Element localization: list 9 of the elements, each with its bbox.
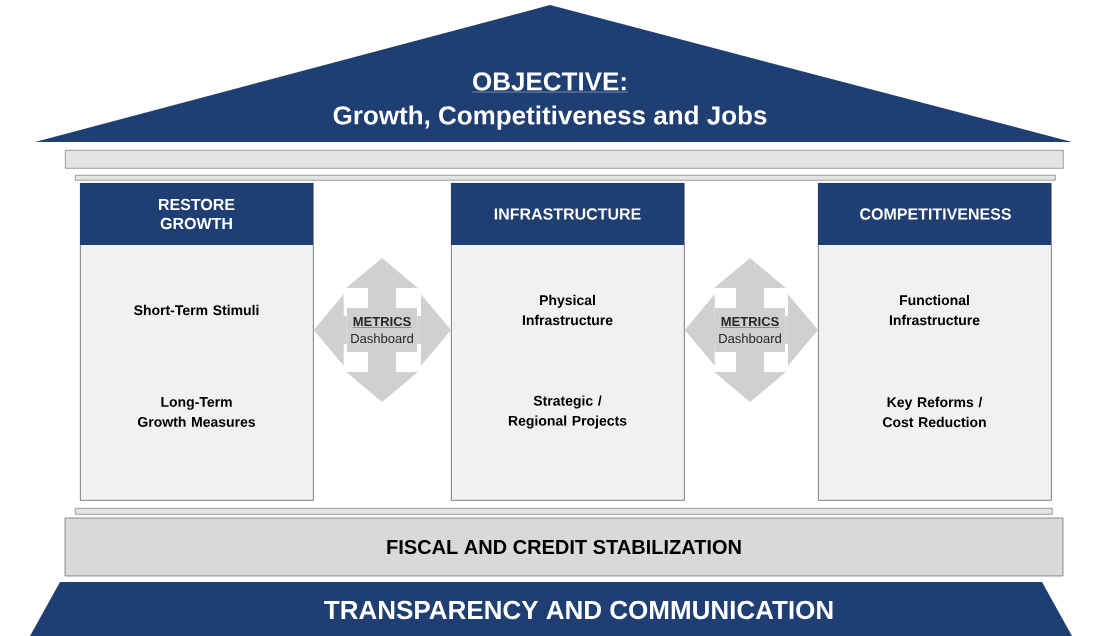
foundation-band: FISCAL AND CREDIT STABILIZATION xyxy=(64,517,1064,577)
beam xyxy=(75,508,1053,515)
pillar: INFRASTRUCTURE Physical Infrastructure Strategic / Regional Projects xyxy=(451,183,685,501)
roof: OBJECTIVE: Growth, Competitiveness and Jobs xyxy=(35,5,1072,142)
pillar: RESTORE GROWTH Short-Term Stimuli Long-Term Growth Measures xyxy=(80,183,314,501)
pillar: COMPETITIVENESS Functional Infrastructure Key Reforms / Cost Reduction xyxy=(818,183,1052,501)
beam xyxy=(65,150,1064,169)
beam xyxy=(75,175,1056,181)
base-band: TRANSPARENCY AND COMMUNICATION xyxy=(30,582,1072,636)
